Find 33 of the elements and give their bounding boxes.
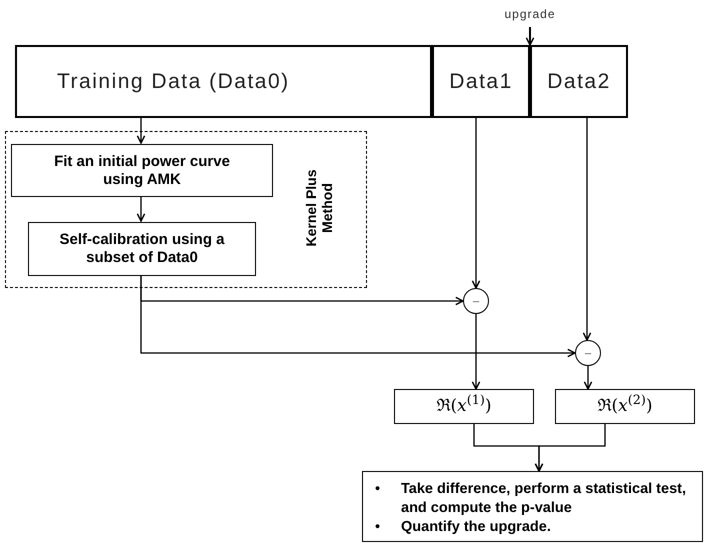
- arrow: [136, 196, 146, 222]
- data-segment-box: [432, 45, 530, 118]
- function-box: [394, 389, 534, 424]
- segment-label: Data2: [547, 68, 611, 95]
- result-box: [362, 471, 703, 542]
- annotation-label: upgrade: [504, 6, 556, 23]
- arrow: [534, 424, 606, 472]
- bullet-mark: •: [374, 480, 382, 499]
- process-box: [28, 222, 256, 276]
- data-segment-box: [530, 45, 628, 118]
- function-box: [555, 389, 695, 424]
- segment-label: Data1: [449, 68, 513, 95]
- arrow: [136, 118, 146, 144]
- bullet-mark: •: [374, 518, 382, 537]
- bullet-text: Take difference, perform a statistical test, and compute the p-value: [401, 480, 688, 518]
- group-label: Kernel Plus Method: [303, 168, 335, 249]
- arrow: [472, 118, 480, 289]
- function-label: ℜ(x$^{(2)}$): [598, 394, 652, 418]
- minus-sign: −: [584, 346, 592, 360]
- bullet-text: Quantify the upgrade.: [401, 518, 552, 537]
- arrow: [584, 366, 592, 390]
- arrow: [472, 314, 480, 390]
- minus-sign: −: [472, 294, 480, 308]
- step-label: Self-calibration using a subset of Data0: [58, 231, 226, 267]
- process-box: [11, 144, 273, 197]
- method-group-box: [5, 131, 367, 288]
- data-segment-box: [15, 45, 432, 118]
- arrow: [140, 275, 576, 358]
- function-label: ℜ(x$^{(1)}$): [436, 394, 492, 418]
- arrow: [526, 27, 534, 46]
- arrow: [582, 118, 592, 341]
- step-label: Fit an initial power curve using AMK: [53, 152, 231, 188]
- segment-label: Training Data (Data0): [57, 68, 290, 95]
